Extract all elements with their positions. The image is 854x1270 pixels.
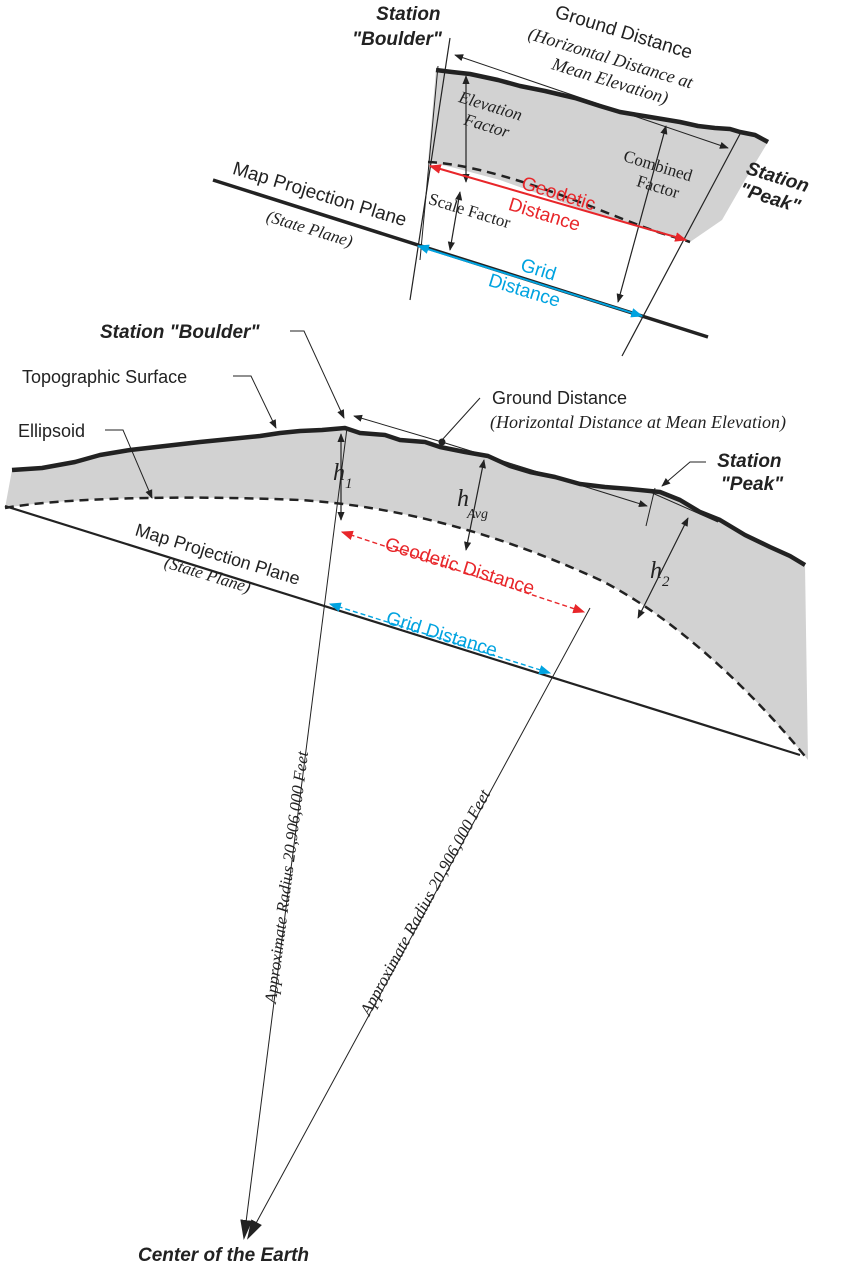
center-of-earth-label: Center of the Earth bbox=[138, 1245, 309, 1266]
topographic-surface-label: Topographic Surface bbox=[22, 367, 187, 387]
radius-label-right: Approximate Radius 20,906,000 Feet bbox=[356, 785, 495, 1019]
inset-ground-distance-arrow bbox=[454, 54, 729, 149]
station-boulder-leader bbox=[290, 330, 345, 419]
main-ellipsoid-curve bbox=[4, 496, 809, 761]
ellipsoid-label: Ellipsoid bbox=[18, 421, 85, 441]
inset-state-plane-label: (State Plane) bbox=[264, 207, 355, 251]
inset-peak-vertical bbox=[621, 133, 741, 357]
inset-boulder-radial bbox=[419, 65, 439, 261]
main-ground-distance-sublabel: (Horizontal Distance at Mean Elevation) bbox=[490, 412, 786, 433]
inset-grid-distance-arrow bbox=[416, 244, 644, 318]
ground-distance-leader bbox=[441, 397, 481, 441]
inset-diagram: Station "Boulder" Ground Distance (Horiz… bbox=[212, 2, 817, 357]
peak-tick-2 bbox=[649, 491, 719, 523]
topographic-surface-leader bbox=[233, 375, 277, 429]
radius-line-peak bbox=[247, 607, 591, 1240]
station-peak-leader bbox=[661, 461, 706, 487]
inset-boulder-vertical bbox=[409, 37, 451, 301]
h2-label: h2 bbox=[650, 558, 670, 590]
inset-scale-factor-label: Scale Factor bbox=[426, 189, 513, 232]
radius-label-left: Approximate Radius 20,906,000 Feet bbox=[261, 749, 312, 1005]
ellipsoid-leader bbox=[105, 429, 153, 499]
main-station-boulder-label: Station "Boulder" bbox=[100, 322, 260, 343]
main-ground-distance-label: Ground Distance bbox=[492, 388, 627, 408]
main-station-peak-label: Station "Peak" bbox=[717, 451, 787, 495]
radius-line-boulder bbox=[240, 427, 348, 1240]
inset-station-peak-label: Station "Peak" bbox=[737, 158, 817, 220]
main-grid-distance-label: Grid Distance bbox=[383, 608, 499, 662]
h2-arrow bbox=[637, 517, 689, 619]
main-diagram: Station "Boulder" Topographic Surface El… bbox=[4, 322, 809, 1266]
inset-station-boulder-label: Station "Boulder" bbox=[352, 4, 446, 50]
inset-geodetic-distance-arrow bbox=[428, 164, 688, 242]
main-shaded-region bbox=[5, 428, 808, 760]
main-grid-distance-arrow bbox=[328, 602, 552, 675]
ground-distance-dot bbox=[438, 438, 446, 446]
main-geodetic-distance-arrow bbox=[340, 530, 586, 614]
h1-label: h1 bbox=[333, 460, 353, 492]
